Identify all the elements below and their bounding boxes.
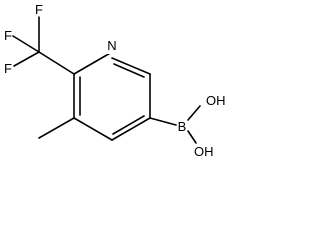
bond-cf3-f-left xyxy=(12,35,40,53)
nitrogen-atom-label: N xyxy=(107,38,116,53)
bond-c3-boron xyxy=(149,117,177,126)
fluorine-atom-label-bottom: F xyxy=(4,61,12,76)
bond-c6-cf3 xyxy=(38,51,75,75)
bond-c4-c5 xyxy=(73,117,113,141)
atom-label-layer: N F F F B OH OH xyxy=(4,2,225,159)
bond-c3-c4-inner xyxy=(112,115,145,135)
chemical-structure-diagram: N F F F B OH OH xyxy=(4,2,225,159)
fluorine-atom-label-left: F xyxy=(4,28,12,43)
bond-n1-c2 xyxy=(111,57,151,75)
hydroxyl-label-lower: OH xyxy=(194,144,214,159)
bond-c3-c4 xyxy=(111,117,151,141)
bond-layer xyxy=(12,16,201,144)
bond-c6-n1 xyxy=(73,51,113,75)
bond-boron-oh-upper xyxy=(187,105,201,121)
bond-cf3-f-bottom xyxy=(13,51,40,67)
hydroxyl-label-upper: OH xyxy=(206,93,226,108)
boron-atom-label: B xyxy=(178,119,187,134)
bond-c5-methyl xyxy=(38,117,75,139)
fluorine-atom-label-top: F xyxy=(35,2,43,17)
bond-boron-oh-lower xyxy=(187,130,197,144)
bond-n1-c2-inner xyxy=(113,63,145,78)
